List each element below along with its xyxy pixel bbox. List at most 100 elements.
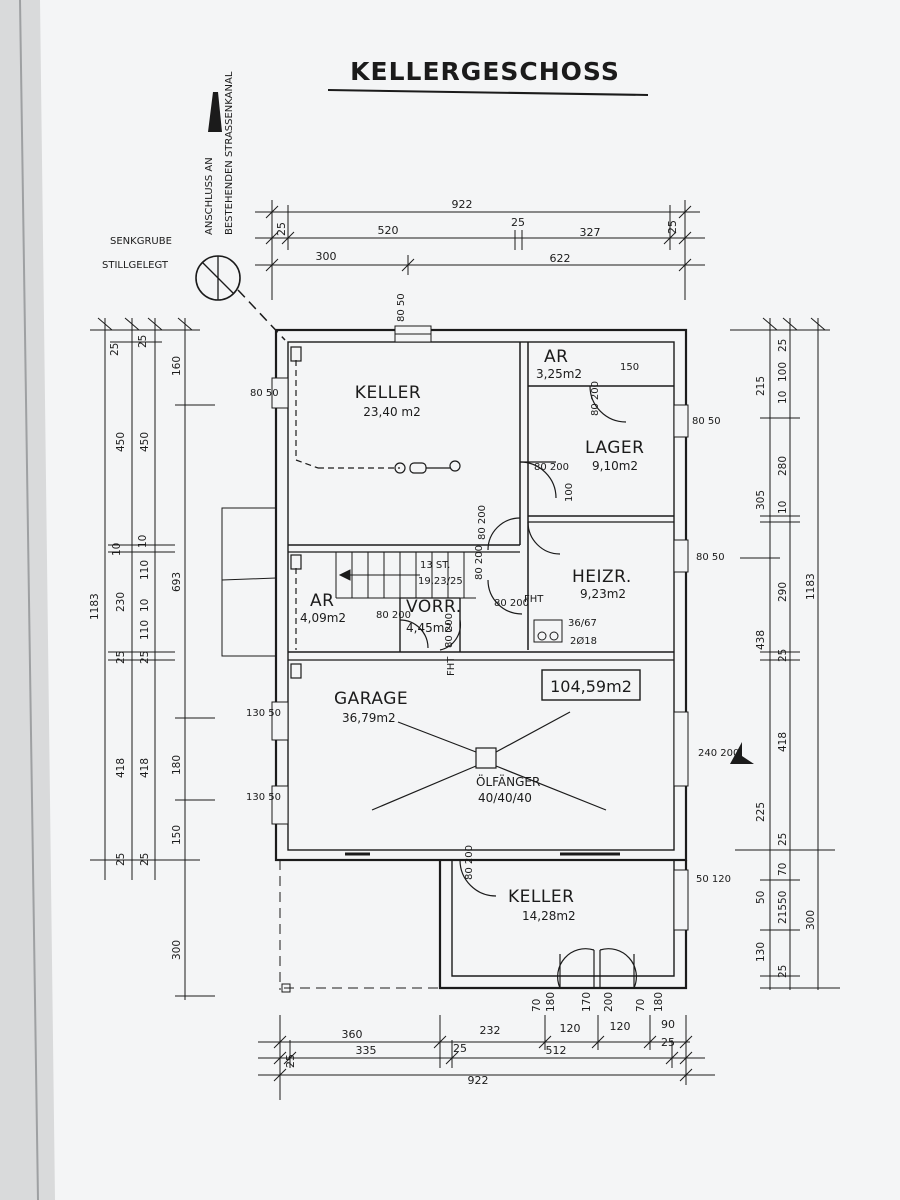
senkgrube-label-2: STILLGELEGT bbox=[102, 260, 169, 271]
svg-text:438: 438 bbox=[755, 630, 767, 650]
door-labels: 80 200 80 200 100 80 200 80 200 80 200 8… bbox=[376, 362, 639, 880]
svg-text:10: 10 bbox=[111, 543, 123, 556]
svg-text:232: 232 bbox=[480, 1024, 501, 1037]
stair-labels: 13 ST. 19,23/25 bbox=[418, 560, 463, 587]
sewer-arrow-icon bbox=[208, 92, 222, 132]
svg-text:10: 10 bbox=[777, 391, 789, 404]
svg-text:80 200: 80 200 bbox=[376, 610, 411, 621]
drain-line bbox=[290, 346, 461, 679]
svg-text:305: 305 bbox=[755, 490, 767, 510]
svg-text:80 50: 80 50 bbox=[696, 552, 725, 563]
svg-text:180: 180 bbox=[171, 755, 183, 775]
svg-text:13 ST.: 13 ST. bbox=[420, 560, 450, 571]
room-keller-south: KELLER bbox=[508, 887, 574, 907]
stair-arrow-icon bbox=[338, 569, 351, 581]
svg-text:3,25m2: 3,25m2 bbox=[536, 367, 582, 381]
anschluss-label-2: BESTEHENDEN STRASSENKANAL bbox=[224, 71, 235, 235]
svg-text:290: 290 bbox=[777, 582, 789, 602]
svg-text:4,09m2: 4,09m2 bbox=[300, 611, 346, 625]
room-ar-small: AR bbox=[544, 347, 568, 367]
svg-text:300: 300 bbox=[171, 940, 183, 960]
svg-text:80 50: 80 50 bbox=[692, 416, 721, 427]
svg-text:14,28m2: 14,28m2 bbox=[522, 909, 576, 923]
svg-text:1183: 1183 bbox=[89, 593, 101, 620]
oelfaenger-label: ÖLFÄNGER bbox=[476, 773, 540, 789]
boiler-icon bbox=[533, 619, 563, 643]
svg-text:200: 200 bbox=[603, 992, 615, 1012]
svg-text:80 50: 80 50 bbox=[250, 388, 279, 399]
svg-text:25: 25 bbox=[777, 965, 789, 978]
svg-text:450: 450 bbox=[115, 432, 127, 452]
svg-text:25: 25 bbox=[275, 222, 288, 236]
svg-text:693: 693 bbox=[171, 572, 183, 592]
svg-text:215: 215 bbox=[755, 376, 767, 396]
dimensions-right bbox=[730, 317, 840, 990]
svg-text:215: 215 bbox=[777, 904, 789, 924]
outside-outline bbox=[221, 507, 620, 993]
svg-text:100: 100 bbox=[564, 483, 575, 502]
oil-trap bbox=[371, 711, 607, 811]
door-dims-bottom: 70 180 170 200 70 180 bbox=[531, 992, 665, 1012]
room-lager: LAGER bbox=[585, 438, 644, 458]
svg-text:80 200: 80 200 bbox=[444, 613, 455, 648]
svg-text:10: 10 bbox=[777, 501, 789, 514]
svg-text:180: 180 bbox=[545, 992, 557, 1012]
svg-text:240 200: 240 200 bbox=[698, 748, 739, 759]
svg-text:335: 335 bbox=[356, 1044, 377, 1057]
senkgrube-label-1: SENKGRUBE bbox=[110, 236, 172, 247]
svg-text:110: 110 bbox=[139, 620, 151, 640]
svg-text:80 200: 80 200 bbox=[464, 845, 475, 880]
svg-text:25: 25 bbox=[109, 343, 121, 356]
svg-text:50: 50 bbox=[777, 891, 789, 904]
svg-text:130 50: 130 50 bbox=[246, 792, 281, 803]
svg-text:327: 327 bbox=[580, 226, 601, 239]
svg-text:4,45m2: 4,45m2 bbox=[406, 621, 452, 635]
svg-text:70: 70 bbox=[531, 999, 543, 1012]
svg-text:9,10m2: 9,10m2 bbox=[592, 459, 638, 473]
svg-text:FHT: FHT bbox=[446, 656, 457, 676]
svg-text:80 200: 80 200 bbox=[494, 598, 529, 609]
room-heizraum: HEIZR. bbox=[572, 567, 632, 587]
svg-text:FHT: FHT bbox=[524, 594, 544, 605]
svg-text:300: 300 bbox=[805, 910, 817, 930]
svg-text:25: 25 bbox=[511, 216, 525, 229]
dimensions-top bbox=[255, 200, 705, 300]
svg-text:25: 25 bbox=[284, 1054, 297, 1068]
svg-text:25: 25 bbox=[777, 649, 789, 662]
room-labels: KELLER 23,40 m2 AR 3,25m2 LAGER 9,10m2 H… bbox=[300, 347, 644, 923]
plan-title: KELLERGESCHOSS bbox=[350, 57, 620, 86]
door-swings bbox=[399, 385, 637, 989]
svg-text:110: 110 bbox=[139, 560, 151, 580]
window-labels: 80 50 80 50 80 50 80 50 130 50 130 50 24… bbox=[246, 293, 754, 885]
dimension-labels-left: 25 25 160 450 450 10 10 230 110 110 10 6… bbox=[89, 335, 183, 960]
svg-text:922: 922 bbox=[452, 198, 473, 211]
svg-text:25: 25 bbox=[666, 220, 679, 234]
dimension-labels-right: 25 215 100 10 280 305 10 290 25 438 418 … bbox=[755, 339, 817, 978]
dimension-labels-bottom: 360 232 120 120 90 25 335 25 512 25 922 bbox=[284, 1018, 675, 1087]
svg-text:50: 50 bbox=[755, 891, 767, 904]
svg-text:2Ø18: 2Ø18 bbox=[570, 635, 597, 647]
svg-text:90: 90 bbox=[661, 1018, 675, 1031]
svg-text:150: 150 bbox=[171, 825, 183, 845]
room-keller-north: KELLER bbox=[355, 383, 421, 403]
svg-text:360: 360 bbox=[342, 1028, 363, 1041]
svg-text:25: 25 bbox=[453, 1042, 467, 1055]
svg-text:520: 520 bbox=[378, 224, 399, 237]
svg-text:23,40 m2: 23,40 m2 bbox=[363, 405, 421, 419]
svg-text:25: 25 bbox=[661, 1036, 675, 1049]
svg-text:225: 225 bbox=[755, 802, 767, 822]
svg-text:130 50: 130 50 bbox=[246, 708, 281, 719]
svg-text:230: 230 bbox=[115, 592, 127, 612]
staircase bbox=[335, 552, 476, 599]
room-vorraum: VORR. bbox=[406, 597, 462, 617]
svg-text:70: 70 bbox=[635, 999, 647, 1012]
window-marks bbox=[271, 325, 689, 931]
svg-text:300: 300 bbox=[316, 250, 337, 263]
svg-text:70: 70 bbox=[777, 863, 789, 876]
svg-text:622: 622 bbox=[550, 252, 571, 265]
svg-text:80 200: 80 200 bbox=[590, 381, 601, 416]
svg-text:80 50: 80 50 bbox=[396, 293, 407, 322]
svg-text:418: 418 bbox=[139, 758, 151, 778]
svg-text:80 200: 80 200 bbox=[534, 462, 569, 473]
